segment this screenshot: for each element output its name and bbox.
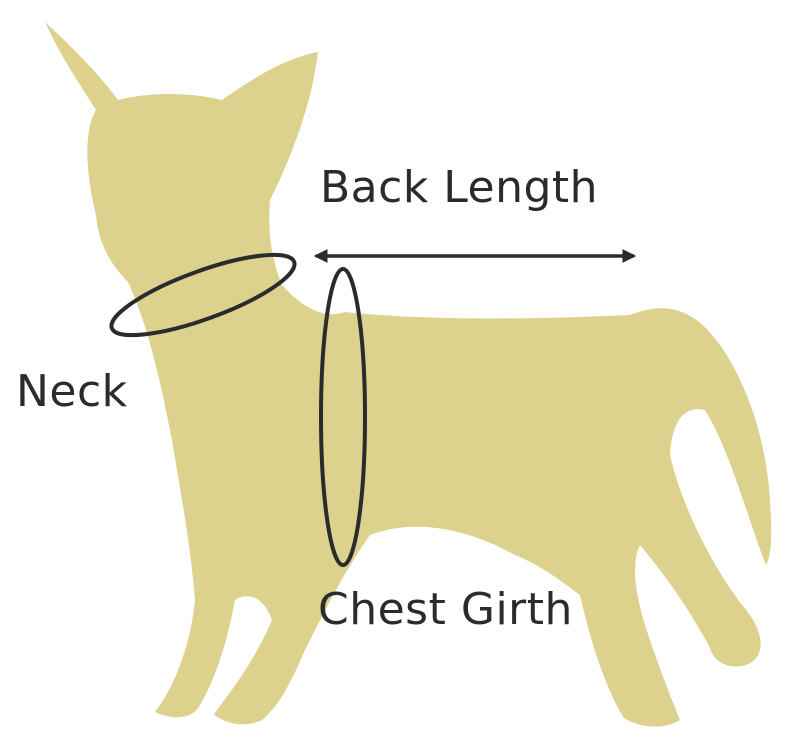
chest-girth-label: Chest Girth: [318, 584, 573, 635]
neck-ring-icon: [109, 252, 297, 338]
back-length-label: Back Length: [320, 162, 599, 213]
chest-ring-icon: [319, 267, 367, 567]
dog-body: [45, 22, 772, 727]
neck-label: Neck: [16, 366, 128, 417]
dog-silhouette-icon: [45, 22, 772, 727]
